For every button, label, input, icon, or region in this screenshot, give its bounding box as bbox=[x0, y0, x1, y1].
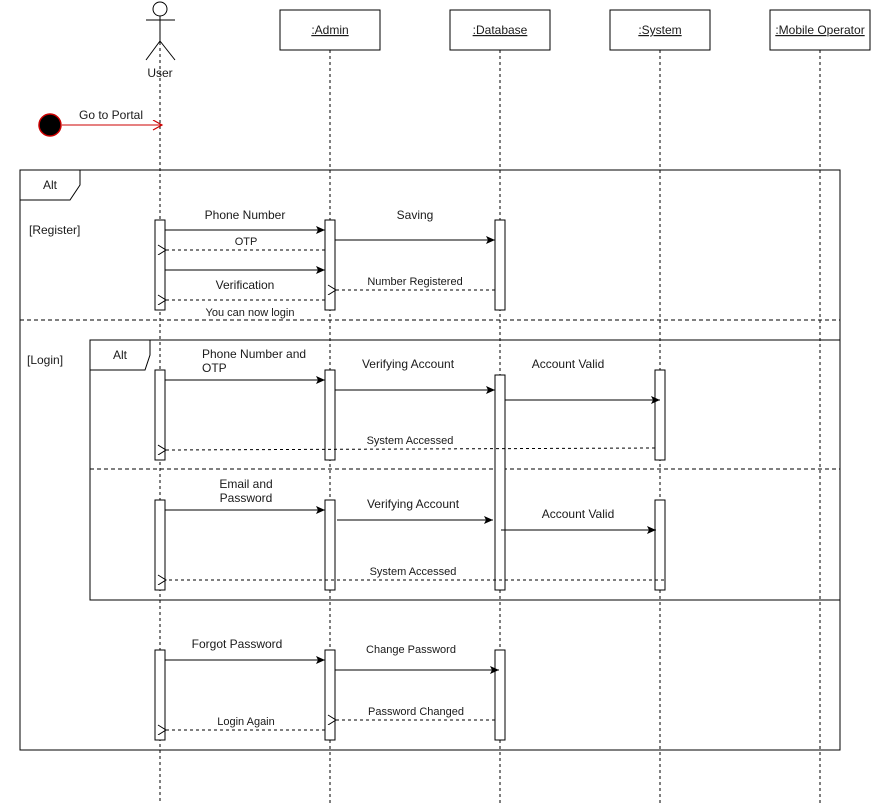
activation-database-login bbox=[494, 374, 506, 591]
message-label: Account Valid bbox=[532, 357, 605, 371]
messages-login-email bbox=[165, 506, 664, 580]
activation-database-forgot bbox=[494, 649, 506, 741]
participant-label: :Admin bbox=[311, 23, 348, 37]
initial-state-icon bbox=[38, 113, 62, 137]
message-label: You can now login bbox=[206, 307, 295, 319]
guard-register: [Register] bbox=[29, 223, 80, 237]
message-label: Verifying Account bbox=[362, 357, 455, 371]
start-node[interactable]: Go to Portal bbox=[38, 108, 162, 137]
activation-database-register bbox=[494, 219, 506, 311]
actor-label: User bbox=[147, 66, 172, 80]
message-label: Phone Number bbox=[205, 208, 286, 222]
activation-admin-register bbox=[324, 219, 336, 311]
activation-admin-login-otp bbox=[324, 369, 336, 461]
message-label: Login Again bbox=[217, 716, 275, 728]
activation-admin-forgot bbox=[324, 649, 336, 741]
messages-login-otp bbox=[165, 376, 660, 450]
fragment-operator-tab bbox=[20, 170, 81, 201]
participant-label: :Database bbox=[473, 23, 528, 37]
message-label: Password bbox=[220, 491, 273, 505]
stick-figure-icon bbox=[145, 1, 176, 61]
message-label: Number Registered bbox=[367, 276, 462, 288]
activations bbox=[154, 219, 666, 741]
message-label: Phone Number and bbox=[202, 347, 306, 361]
fragment-operator-label: Alt bbox=[113, 348, 128, 362]
message-label: Account Valid bbox=[542, 507, 615, 521]
activation-system-login-email bbox=[654, 499, 666, 591]
message-label: OTP bbox=[235, 236, 258, 248]
message-label: Email and bbox=[219, 477, 272, 491]
activation-admin-login-email bbox=[324, 499, 336, 591]
activation-user-login-email bbox=[154, 499, 166, 591]
message-label: Password Changed bbox=[368, 706, 464, 718]
fragment-operator-label: Alt bbox=[43, 178, 58, 192]
message-label: Saving bbox=[397, 208, 434, 222]
message-label: Forgot Password bbox=[192, 637, 283, 651]
participant-label: :Mobile Operator bbox=[775, 23, 864, 37]
messages-register bbox=[165, 226, 495, 300]
activation-user-forgot bbox=[154, 649, 166, 741]
inner-alt-fragment[interactable]: Alt bbox=[89, 339, 841, 601]
lifelines bbox=[159, 42, 821, 803]
activation-system-login-otp bbox=[654, 369, 666, 461]
actor-user[interactable]: User bbox=[145, 1, 176, 80]
message-label: Verifying Account bbox=[367, 497, 460, 511]
participant-mobile-operator[interactable]: :Mobile Operator bbox=[769, 9, 871, 51]
activation-user-login-otp bbox=[154, 369, 166, 461]
participant-label: :System bbox=[638, 23, 681, 37]
message-label: Verification bbox=[216, 278, 275, 292]
participant-admin[interactable]: :Admin bbox=[279, 9, 381, 51]
messages-forgot-password bbox=[165, 656, 499, 730]
guard-login: [Login] bbox=[27, 353, 63, 367]
return-arrow bbox=[166, 448, 656, 450]
message-label: OTP bbox=[202, 361, 227, 375]
participant-database[interactable]: :Database bbox=[449, 9, 551, 51]
participant-system[interactable]: :System bbox=[609, 9, 711, 51]
outer-alt-fragment[interactable]: Alt [Register] [Login] bbox=[19, 169, 841, 751]
message-label: Change Password bbox=[366, 644, 456, 656]
start-message-label: Go to Portal bbox=[79, 108, 143, 122]
message-label: System Accessed bbox=[370, 566, 457, 578]
activation-user-register bbox=[154, 219, 166, 311]
fragment-operator-tab bbox=[90, 340, 151, 371]
message-label: System Accessed bbox=[367, 435, 454, 447]
